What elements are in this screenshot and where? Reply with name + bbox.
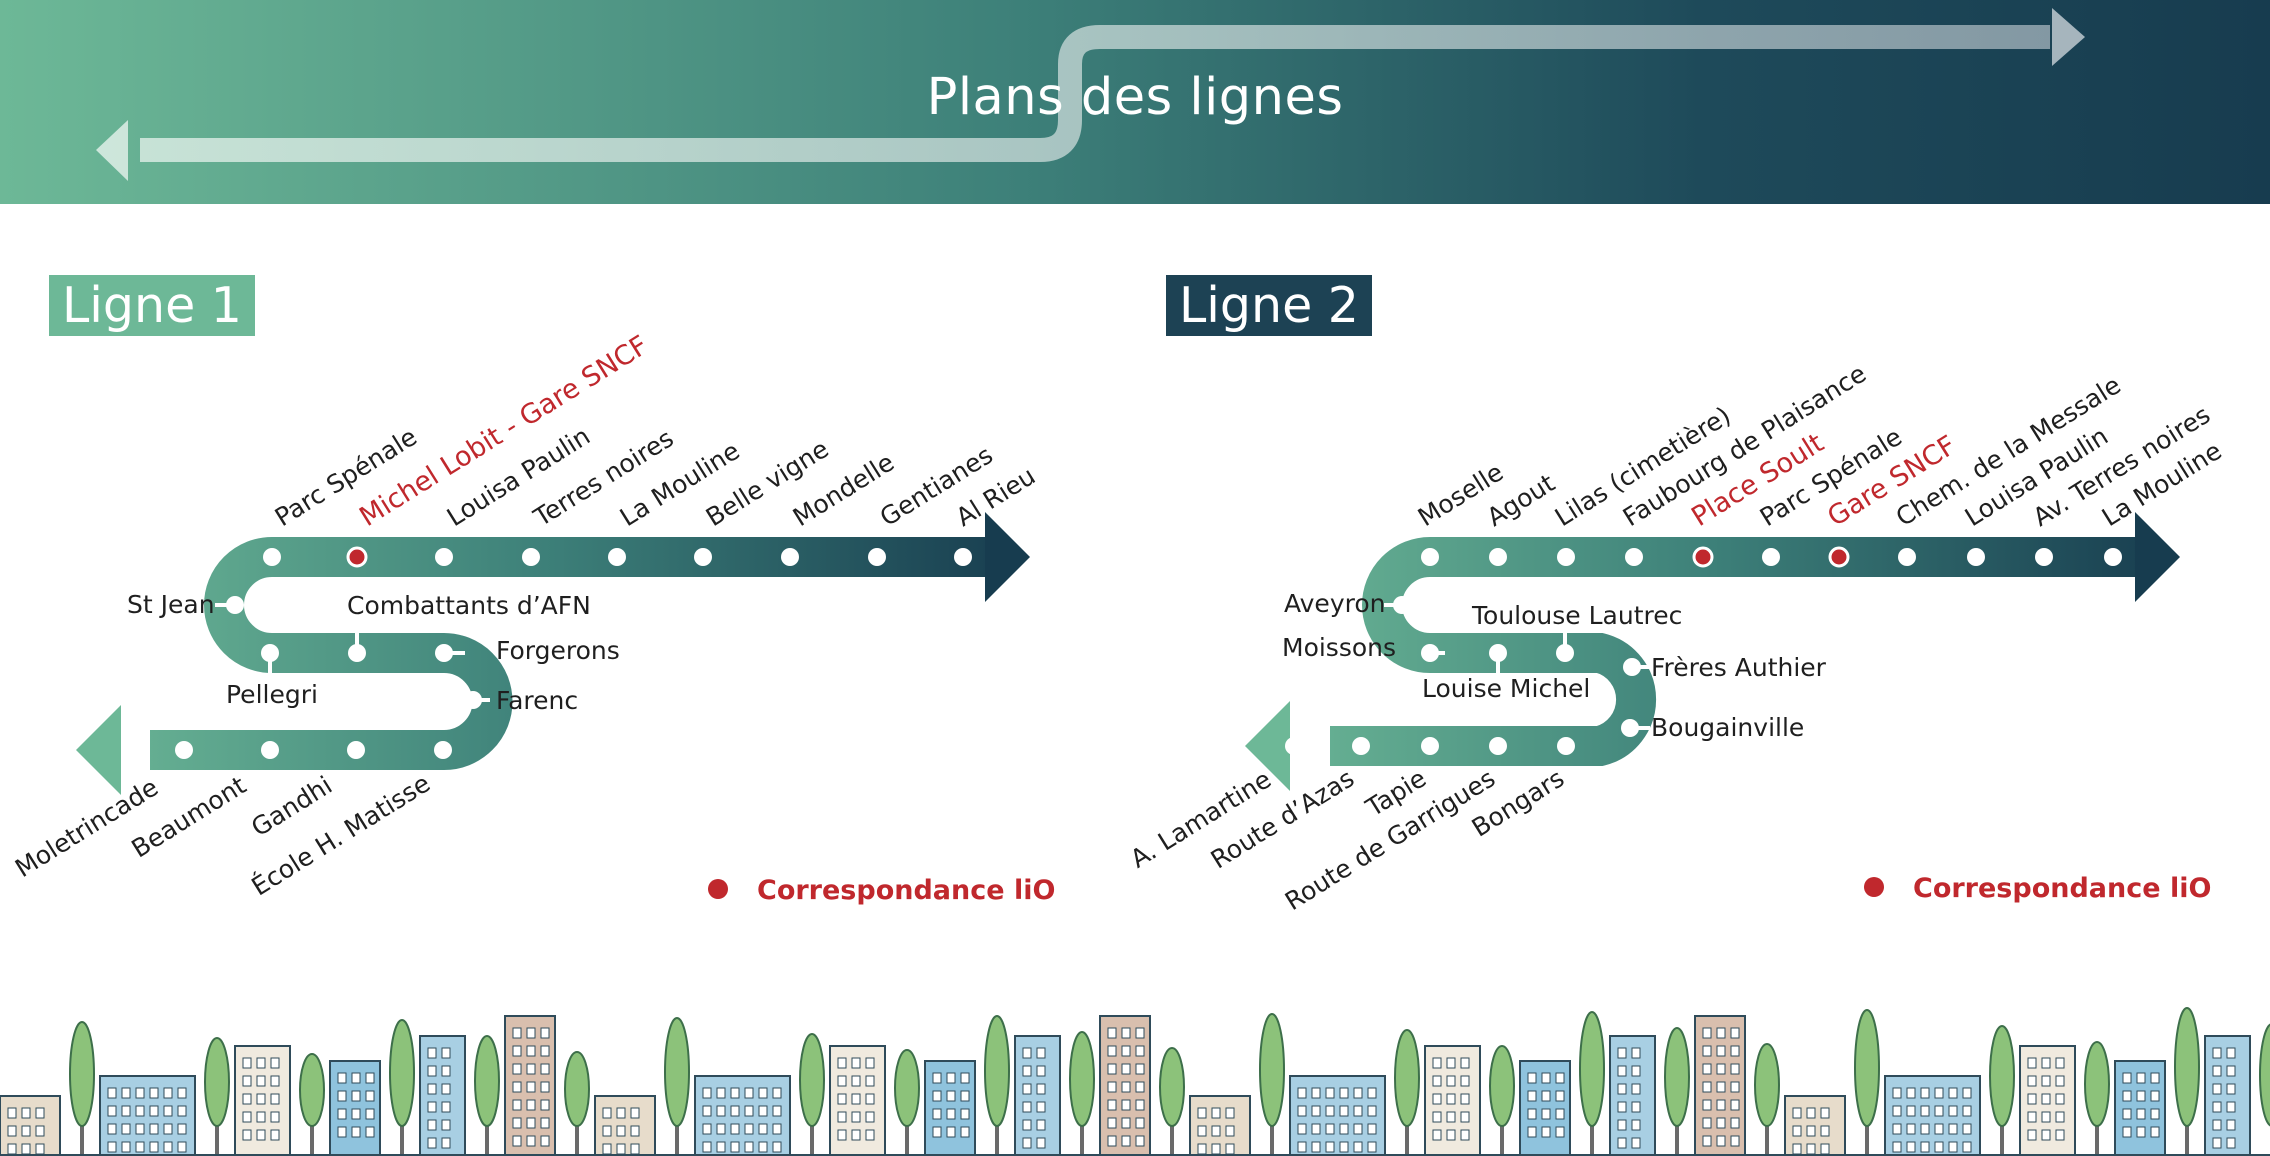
ligne-1-stop-dot-parc-spenale <box>263 548 281 566</box>
ligne-2-stop-label-moissons: Moissons <box>1282 633 1396 662</box>
ligne-2-stop-dot-la-mouline <box>2104 548 2122 566</box>
ligne-1-stop-label-combattants-d-afn: Combattants d’AFN <box>347 591 591 620</box>
ligne-2-stop-dot-route-d-azas <box>1352 737 1370 755</box>
ligne-2-stop-label-louise-michel: Louise Michel <box>1422 674 1590 703</box>
ligne-2-stop-dot-aveyron <box>1393 596 1411 614</box>
direction-arrows-graphic <box>96 8 2085 181</box>
ligne-2-stop-dot-moselle <box>1421 548 1439 566</box>
ligne-1-stop-dot-gandhi <box>347 741 365 759</box>
ligne-1-stop-label-ecole-h-matisse: École H. Matisse <box>246 768 435 901</box>
ligne-2-legend-label: Correspondance liO <box>1913 873 2211 904</box>
ligne-1-stop-dot-belle-vigne <box>694 548 712 566</box>
ligne-2-stop-label-bougainville: Bougainville <box>1651 713 1804 742</box>
ligne-2-stop-dot-place-soult <box>1692 546 1714 568</box>
ligne-1-legend-label: Correspondance liO <box>757 875 1055 906</box>
ligne-1-stop-dot-combattants-d-afn <box>348 644 366 662</box>
ligne-2-label: Ligne 2 <box>1166 275 1372 336</box>
ligne-1-stop-dot-ecole-h-matisse <box>434 741 452 759</box>
ligne-1-stop-label-moletrincade: Moletrincade <box>10 772 163 883</box>
ligne-2-stop-dot-tapie <box>1421 737 1439 755</box>
ligne-1-stop-dot-st-jean <box>226 596 244 614</box>
ligne-2-stop-dot-parc-spenale <box>1762 548 1780 566</box>
ligne-1-stop-dot-beaumont <box>261 741 279 759</box>
ligne-1-stop-dot-moletrincade <box>175 741 193 759</box>
ligne-2-stop-label-toulouse-lautrec: Toulouse Lautrec <box>1471 601 1682 630</box>
ligne-2-legend: Correspondance liO <box>1864 873 2211 904</box>
ligne-1-stop-dot-la-mouline <box>608 548 626 566</box>
ligne-2-arrow-start <box>1245 701 1290 791</box>
ligne-1-stop-label-forgerons: Forgerons <box>496 636 620 665</box>
ligne-1-legend: Correspondance liO <box>708 875 1055 906</box>
city-illustration <box>0 1007 2270 1156</box>
correspondance-dot-icon <box>708 879 728 899</box>
ligne-1-stop-label-parc-spenale: Parc Spénale <box>270 422 422 532</box>
ligne-2-stop-dot-moissons <box>1421 644 1439 662</box>
ligne-2-stop-dot-toulouse-lautrec <box>1556 644 1574 662</box>
ligne-2-stop-dot-louisa-paulin <box>1967 548 1985 566</box>
ligne-1-stop-dot-michel-lobit-gare-sncf <box>346 546 368 568</box>
ligne-1-arrow-start <box>76 705 121 795</box>
ligne-2-stop-dot-av-terres-noires <box>2035 548 2053 566</box>
ligne-1-label: Ligne 1 <box>49 275 255 336</box>
ligne-2-stop-dot-a-lamartine <box>1285 737 1303 755</box>
header-banner: Plans des lignes <box>0 0 2270 204</box>
ligne-1-stop-dot-mondelle <box>781 548 799 566</box>
ligne-2-stop-dot-bongars <box>1557 737 1575 755</box>
ligne-1-stop-label-st-jean: St Jean <box>127 590 215 619</box>
ligne-2-stop-dot-agout <box>1489 548 1507 566</box>
ligne-1-stop-dot-forgerons <box>435 644 453 662</box>
ligne-1-stop-label-farenc: Farenc <box>496 686 578 715</box>
ligne-1-stop-dot-farenc <box>464 691 482 709</box>
ligne-2-stop-label-aveyron: Aveyron <box>1284 589 1385 618</box>
ligne-1-stop-dot-pellegri <box>261 644 279 662</box>
ligne-2-stop-dot-bougainville <box>1621 719 1639 737</box>
ligne-2-stop-dot-faubourg-de-plaisance <box>1625 548 1643 566</box>
ligne-2-arrow-end <box>2135 512 2180 602</box>
ligne-1-arrow-end <box>985 512 1030 602</box>
ligne-2-stop-dot-route-de-garrigues <box>1489 737 1507 755</box>
ligne-2-stop-dot-lilas-cimetiere <box>1557 548 1575 566</box>
ligne-1-stop-dot-al-rieu <box>954 548 972 566</box>
ligne-2-stop-dot-chem-de-la-messale <box>1898 548 1916 566</box>
ligne-1-stop-dot-louisa-paulin <box>435 548 453 566</box>
ligne-2-stop-dot-louise-michel <box>1489 644 1507 662</box>
correspondance-dot-icon <box>1864 877 1884 897</box>
ligne-1-stop-dot-terres-noires <box>522 548 540 566</box>
ligne-2-stop-dot-freres-authier <box>1623 658 1641 676</box>
ligne-2-stop-label-freres-authier: Frères Authier <box>1651 653 1827 682</box>
ligne-1-stop-dot-gentianes <box>868 548 886 566</box>
page-title: Plans des lignes <box>926 68 1344 127</box>
ligne-1-stop-label-pellegri: Pellegri <box>226 680 318 709</box>
ligne-2-stop-dot-gare-sncf <box>1828 546 1850 568</box>
